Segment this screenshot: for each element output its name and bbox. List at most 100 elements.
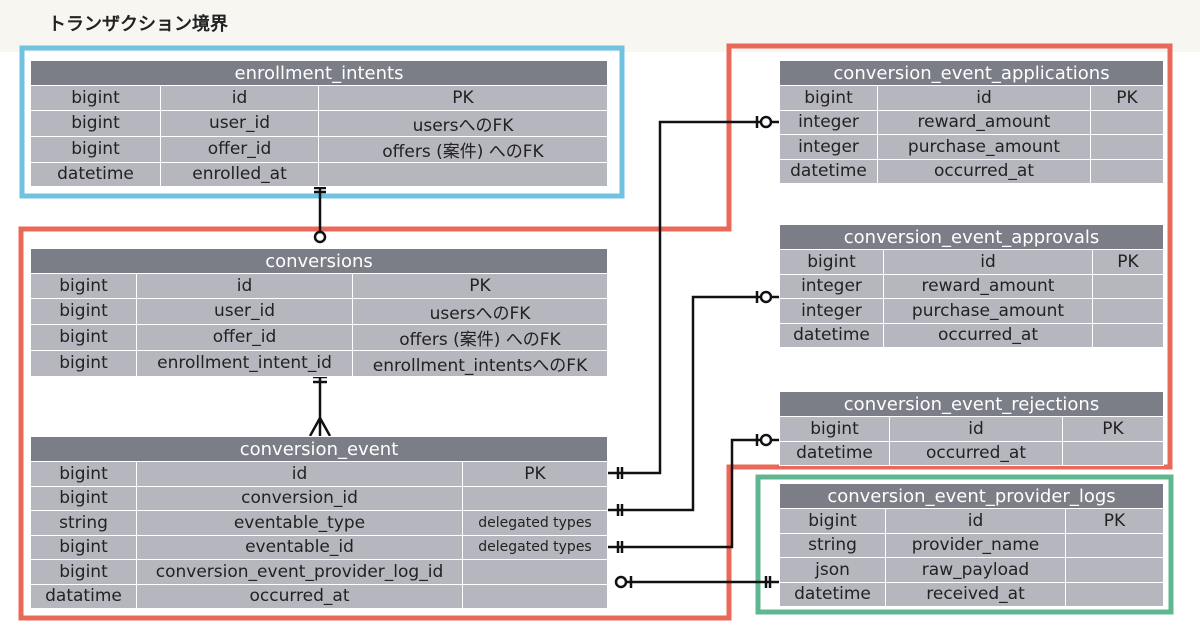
table-title: conversion_event_provider_logs [779, 483, 1164, 509]
cell: bigint [30, 534, 137, 560]
cell [462, 583, 608, 609]
table-title: conversions [30, 248, 608, 274]
cell [1062, 440, 1164, 466]
cell: bigint [30, 273, 137, 299]
cell [1090, 134, 1164, 160]
cell: bigint [779, 85, 878, 111]
cell [1090, 109, 1164, 135]
boundary-blue [19, 45, 625, 199]
cell: user_id [160, 109, 319, 137]
cell [1065, 557, 1164, 583]
cell: enrolled_at [160, 161, 319, 187]
table-title: enrollment_intents [30, 60, 608, 86]
table-title: conversion_event [30, 436, 608, 462]
rel-conversions-event [308, 370, 332, 437]
cell: occurred_at [889, 440, 1063, 466]
cell: usersへのFK [318, 109, 608, 137]
table-title: conversion_event_rejections [779, 391, 1164, 417]
cell: datetime [779, 581, 886, 607]
cell: occurred_at [877, 158, 1091, 184]
cell [1090, 158, 1164, 184]
cell: delegated types [462, 510, 608, 536]
cell: eventable_type [136, 510, 463, 536]
boundary-red [18, 43, 1173, 621]
cell: bigint [30, 461, 137, 487]
title-band [0, 0, 1200, 52]
page-title: トランザクション境界 [48, 14, 228, 35]
cell: id [160, 85, 319, 111]
cell [1092, 298, 1164, 324]
cell: integer [779, 134, 878, 160]
rel-event-approvals [608, 290, 779, 516]
cell: bigint [30, 135, 161, 163]
boundary-green [755, 474, 1174, 615]
cell: string [30, 510, 137, 536]
cell: PK [1062, 416, 1164, 442]
cell: raw_payload [885, 557, 1066, 583]
cell [462, 485, 608, 511]
cell: bigint [30, 109, 161, 137]
cell: occurred_at [883, 322, 1093, 348]
cell: id [885, 508, 1066, 534]
cell: offer_id [136, 323, 353, 351]
cell: integer [779, 109, 878, 135]
cell: enrollment_intent_id [136, 349, 353, 377]
rel-event-rejections [608, 433, 779, 553]
cell: bigint [779, 416, 890, 442]
cell: bigint [30, 297, 137, 325]
cell: enrollment_intentsへのFK [352, 349, 608, 377]
cell [318, 161, 608, 187]
table-title: conversion_event_approvals [779, 224, 1164, 250]
cell: id [889, 416, 1063, 442]
cell: datatime [30, 583, 137, 609]
cell: integer [779, 273, 884, 299]
cell: PK [462, 461, 608, 487]
cell: provider_name [885, 532, 1066, 558]
cell: PK [352, 273, 608, 299]
cell: id [883, 249, 1093, 275]
cell: occurred_at [136, 583, 463, 609]
cell: offer_id [160, 135, 319, 163]
rel-enrollment-conversions [313, 184, 327, 244]
cell: datetime [779, 440, 890, 466]
cell: purchase_amount [883, 298, 1093, 324]
cell: bigint [30, 85, 161, 111]
cell: PK [1090, 85, 1164, 111]
cell [462, 559, 608, 585]
cell: conversion_id [136, 485, 463, 511]
cell [1092, 322, 1164, 348]
cell: id [877, 85, 1091, 111]
cell: bigint [30, 349, 137, 377]
cell: offers (案件) へのFK [352, 323, 608, 351]
rel-event-provider-logs [614, 575, 779, 589]
cell: reward_amount [883, 273, 1093, 299]
